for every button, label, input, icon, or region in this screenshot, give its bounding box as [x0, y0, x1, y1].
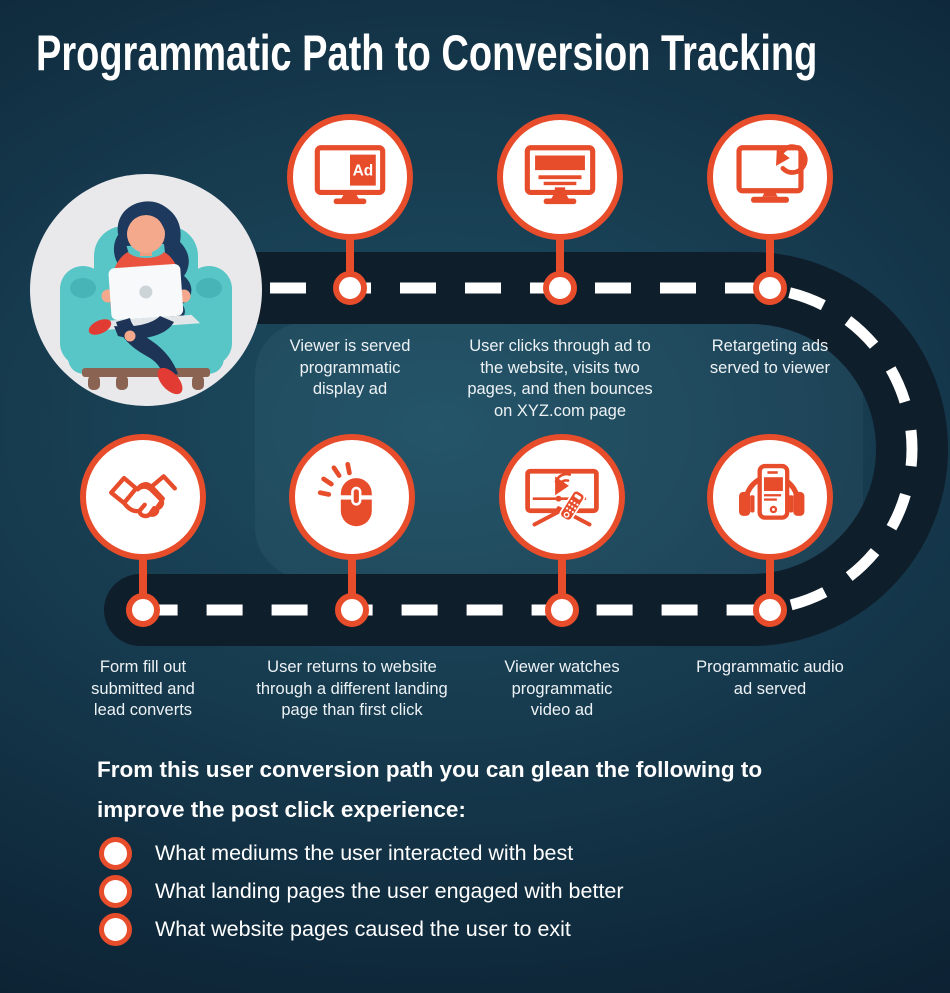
insight-item-text: What website pages caused the user to ex…	[155, 916, 571, 941]
video-ad-tv-icon	[525, 468, 599, 527]
milestone-connector	[766, 238, 774, 288]
road-node	[126, 593, 160, 627]
road-node	[753, 271, 787, 305]
audio-ad-headphones-icon	[739, 463, 805, 520]
insight-item: What landing pages the user engaged with…	[99, 874, 624, 908]
road-node	[333, 271, 367, 305]
milestone-connector	[346, 238, 354, 288]
insight-item: What mediums the user interacted with be…	[99, 836, 573, 870]
handshake-icon	[109, 474, 177, 519]
webpage-circle	[497, 114, 623, 240]
milestone-connector	[558, 558, 566, 610]
bullet-icon	[99, 836, 132, 870]
handshake-circle	[80, 434, 206, 560]
insight-item-text: What mediums the user interacted with be…	[155, 840, 574, 865]
milestone-connector	[556, 238, 564, 288]
road-node	[753, 593, 787, 627]
retargeting-monitor-icon	[736, 144, 808, 203]
road-center-dashed-line	[140, 282, 918, 616]
road-node	[543, 271, 577, 305]
insights-heading: From this user conversion path you can g…	[97, 757, 763, 822]
display-ad-circle: Ad	[287, 114, 413, 240]
milestone-connector	[139, 558, 147, 610]
road-node	[545, 593, 579, 627]
audio-ad-circle	[707, 434, 833, 560]
mouse-circle	[289, 434, 415, 560]
video-ad-circle	[499, 434, 625, 560]
milestone-connector	[348, 558, 356, 610]
bullet-icon	[99, 912, 132, 946]
retargeting-circle	[707, 114, 833, 240]
insight-item-text: What landing pages the user engaged with…	[155, 878, 624, 903]
display-ad-monitor-icon: Ad	[314, 145, 386, 205]
caption-click-through: User clicks through ad to the website, v…	[467, 337, 653, 420]
insight-item: What website pages caused the user to ex…	[99, 912, 571, 946]
ad-badge-label: Ad	[353, 162, 374, 179]
caption-video-ad: Viewer watches programmatic video ad	[504, 658, 620, 719]
road-node	[335, 593, 369, 627]
caption-lead-converts: Form fill out submitted and lead convert…	[91, 658, 195, 719]
milestone-connector	[766, 558, 774, 610]
caption-display-ad: Viewer is served programmatic display ad	[289, 337, 411, 398]
woman-laptop-illustration	[30, 174, 262, 406]
caption-retargeting: Retargeting ads served to viewer	[709, 337, 831, 377]
webpage-monitor-icon	[524, 145, 596, 205]
caption-audio-ad: Programmatic audio ad served	[696, 658, 844, 698]
mouse-click-icon	[317, 461, 374, 527]
caption-return-visit: User returns to website through a differ…	[256, 658, 448, 719]
page-title: Programmatic Path to Conversion Tracking	[36, 25, 818, 81]
bullet-icon	[99, 874, 132, 908]
